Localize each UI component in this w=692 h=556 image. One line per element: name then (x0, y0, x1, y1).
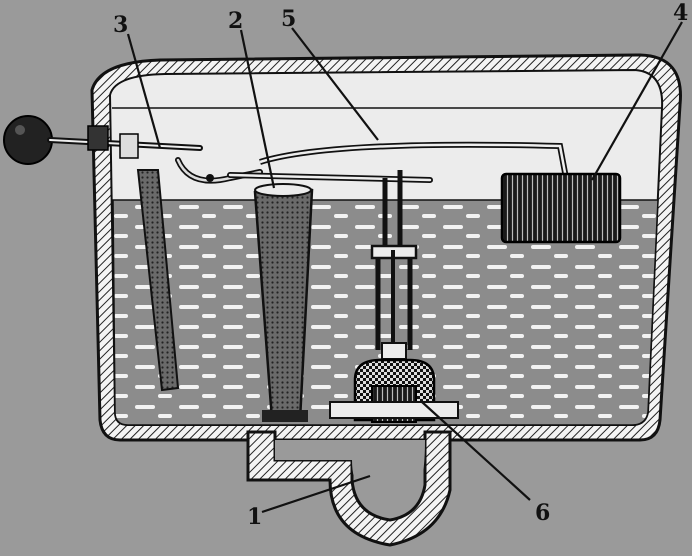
label-4: 4 (673, 0, 688, 26)
flush-float-block (500, 172, 622, 244)
overflow-tube (253, 183, 314, 422)
label-6: 6 (535, 500, 550, 526)
label-2: 2 (228, 8, 243, 34)
label-1: 1 (247, 504, 262, 530)
label-3: 3 (113, 12, 128, 38)
flush-handle-rod (227, 141, 569, 248)
leader-lines (126, 21, 683, 514)
flush-outlet-pipe (246, 430, 452, 547)
cistern-tank (90, 53, 682, 442)
fill-tube (136, 169, 180, 392)
float-ball (3, 115, 53, 165)
siphon-valve (329, 244, 459, 423)
float-lever-arm (47, 125, 263, 184)
label-5: 5 (281, 6, 296, 32)
